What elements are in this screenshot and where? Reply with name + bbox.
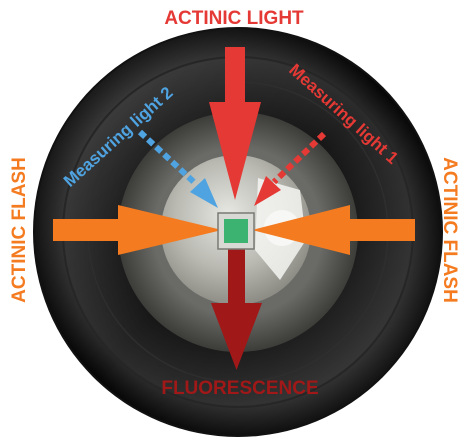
measuring-light-2-shaft	[137, 129, 199, 187]
sample	[217, 212, 255, 250]
label-actinic-light: ACTINIC LIGHT	[164, 8, 304, 29]
actinic-flash-arrows	[53, 205, 415, 255]
actinic-light-arrow	[209, 47, 261, 200]
actinic-flash-right-arrow	[252, 205, 415, 255]
measuring-light-1-arrow	[254, 131, 327, 206]
sample-square	[224, 219, 248, 243]
label-actinic-flash-right: ACTINIC FLASH	[439, 157, 460, 303]
measuring-light-2-arrow	[137, 129, 218, 208]
measuring-light-1-head	[254, 176, 281, 206]
label-fluorescence: FLUORESCENCE	[161, 378, 318, 399]
label-actinic-flash-left: ACTINIC FLASH	[9, 157, 30, 303]
measuring-light-2-head	[190, 178, 218, 208]
actinic-flash-left-arrow	[53, 205, 222, 255]
measuring-light-1-shaft	[271, 131, 327, 185]
fluorescence-arrow	[211, 245, 262, 370]
